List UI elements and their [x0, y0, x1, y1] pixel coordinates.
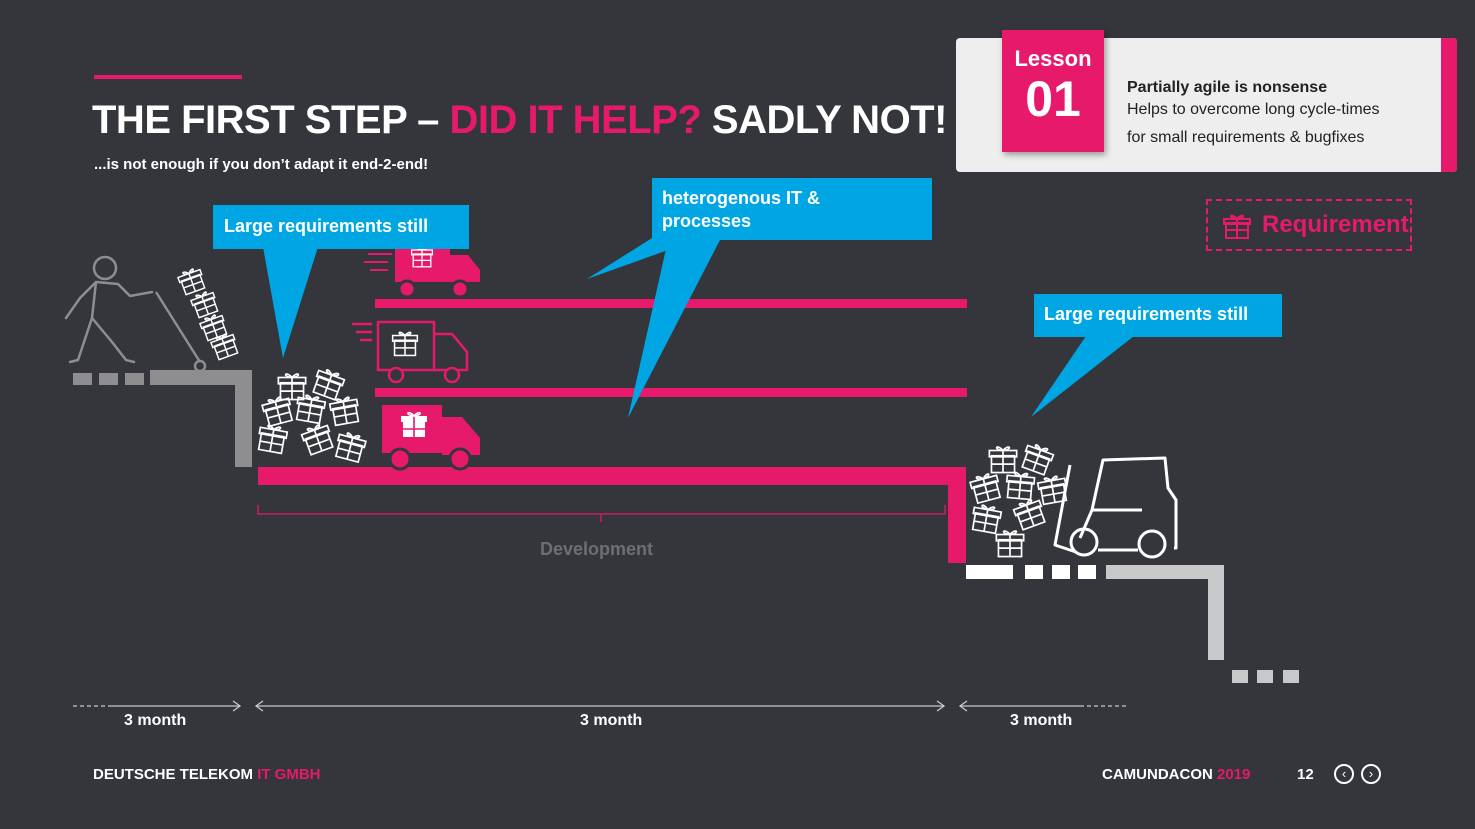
footer-company: DEUTSCHE TELEKOM IT GMBH: [93, 766, 321, 783]
lesson-number: 01: [1025, 71, 1081, 127]
truck-middle-gift: [391, 331, 419, 357]
callout-middle-line2: processes: [662, 211, 752, 231]
lesson-label: Lesson: [1014, 46, 1092, 71]
left-step: [73, 370, 252, 467]
hand-truck: [154, 291, 207, 373]
lesson-badge: Lesson 01: [1002, 30, 1104, 152]
right-step: [966, 565, 1096, 579]
legend-gift-icon: [1223, 214, 1251, 239]
page-number: 12: [1297, 766, 1314, 783]
chevron-left-icon[interactable]: ‹: [1334, 764, 1354, 784]
title-rule: [94, 75, 242, 79]
gift-pile-right: [968, 441, 1070, 558]
timeline-label-1: 3 month: [124, 712, 187, 729]
callout-left: Large requirements still: [213, 205, 469, 249]
callout-left-pointer: [263, 247, 318, 358]
lesson-line2: for small requirements & bugfixes: [1127, 129, 1365, 146]
lesson-card-stripe: [1441, 38, 1457, 172]
footer-event: CAMUNDACON 2019: [1102, 766, 1250, 783]
gift-pile-left: [255, 366, 368, 464]
delivery-lanes: [258, 299, 967, 563]
title-part1: THE FIRST STEP –: [92, 98, 450, 142]
slide-subtitle: ...is not enough if you don’t adapt it e…: [94, 156, 429, 173]
footer-event-accent: 2019: [1217, 766, 1251, 783]
callout-middle-line1: heterogenous IT &: [662, 188, 821, 208]
footer-event-main: CAMUNDACON: [1102, 766, 1213, 783]
lesson-heading: Partially agile is nonsense: [1127, 79, 1328, 96]
title-part2: SADLY NOT!: [701, 98, 948, 142]
timeline-label-3: 3 month: [1010, 712, 1073, 729]
cart-gifts: [176, 265, 241, 362]
legend-box: [1206, 199, 1412, 251]
callout-middle-pointer2: [587, 228, 668, 279]
slide-title: THE FIRST STEP – DID IT HELP? SADLY NOT!: [92, 98, 947, 143]
truck-top: [364, 246, 480, 299]
person-with-cart-icon: [64, 255, 154, 364]
callout-middle: heterogenous IT & processes: [652, 178, 932, 240]
callout-right-text: Large requirements still: [1044, 304, 1249, 324]
truck-middle: [352, 320, 469, 384]
callout-right-pointer: [1031, 336, 1134, 417]
callout-left-text: Large requirements still: [224, 216, 429, 236]
legend-label: Requirement: [1262, 211, 1409, 238]
right-dashes: [1232, 670, 1299, 683]
development-label: Development: [540, 539, 654, 559]
lesson-line1: Helps to overcome long cycle-times: [1127, 101, 1380, 118]
footer-company-main: DEUTSCHE TELEKOM: [93, 766, 254, 783]
footer-company-accent: IT GMBH: [257, 766, 321, 783]
title-accent: DID IT HELP?: [449, 98, 702, 142]
lesson-body: Partially agile is nonsense Helps to ove…: [1127, 74, 1437, 152]
right-step-grey: [1106, 565, 1224, 660]
timeline-arrows: [73, 700, 1128, 712]
timeline-label-2: 3 month: [580, 712, 643, 729]
forklift-icon: [1053, 456, 1178, 559]
development-bracket: [257, 505, 946, 522]
callout-right: Large requirements still: [1034, 294, 1282, 337]
truck-bottom: [382, 405, 480, 471]
chevron-right-icon[interactable]: ›: [1361, 764, 1381, 784]
callout-middle-pointer: [628, 240, 720, 418]
